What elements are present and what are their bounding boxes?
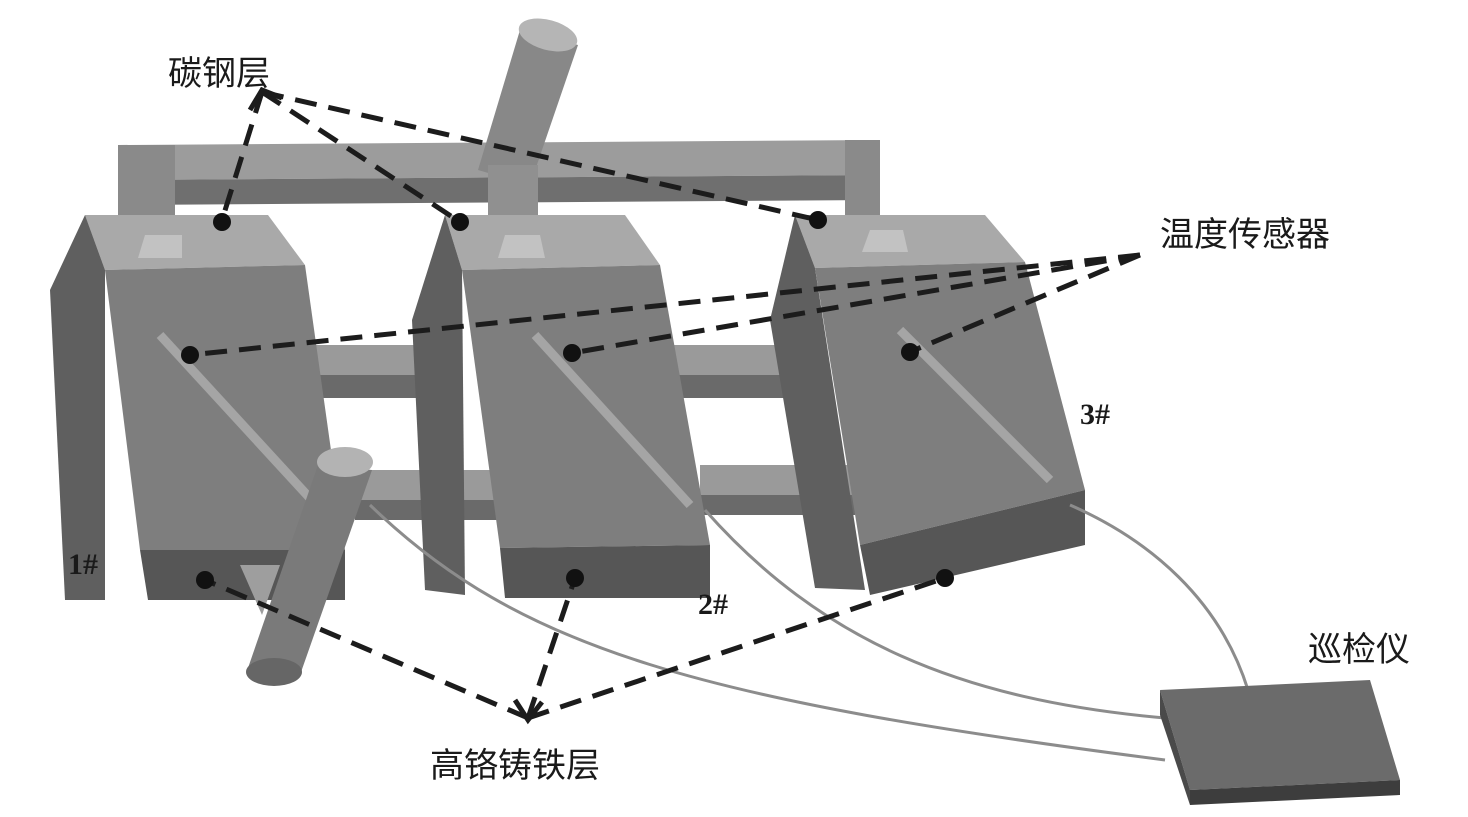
sensor-dot-temp-3 [901,343,919,361]
sensor-dot-iron-3 [936,569,954,587]
label-block-3: 3# [1080,398,1110,431]
label-block-2: 2# [698,588,728,621]
label-inspection-instrument: 巡检仪 [1308,630,1410,670]
label-carbon-steel-layer: 碳钢层 [168,54,270,94]
sensor-dot-carbon-1 [213,213,231,231]
label-block-1: 1# [68,548,98,581]
sensor-dot-carbon-2 [451,213,469,231]
label-high-chrome-cast-iron-layer: 高铬铸铁层 [430,746,600,786]
sensor-dot-carbon-3 [809,211,827,229]
sensor-dot-temp-2 [563,344,581,362]
sensor-dot-temp-1 [181,346,199,364]
block-3 [770,215,1085,595]
sensor-dot-iron-1 [196,571,214,589]
label-temperature-sensor: 温度传感器 [1160,215,1330,255]
leader-arrowheads [247,86,544,725]
sensor-cables [368,503,1250,762]
bottom-sprue-cylinder [240,447,373,686]
block-2 [412,215,710,598]
leader-lines [189,89,1141,721]
sensor-dots [181,211,954,589]
block-1 [50,215,345,600]
inspection-instrument-box [1160,680,1400,805]
sensor-dot-iron-2 [566,569,584,587]
